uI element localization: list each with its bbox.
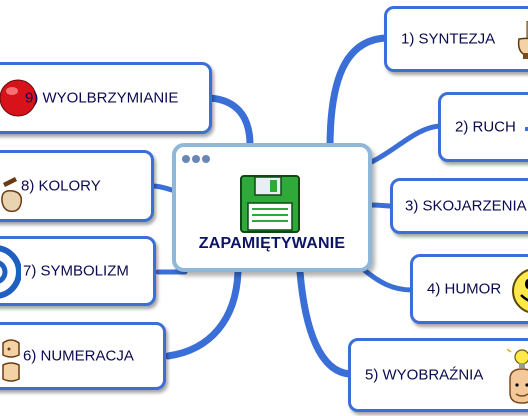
central-title: ZAPAMIĘTYWANIE: [198, 235, 346, 252]
floppy-disk-icon: [240, 175, 300, 233]
branch-label: 5) WYOBRAŹNIA: [365, 366, 484, 384]
branch-label: 1) SYNTEZJA: [401, 30, 496, 48]
connector-synteza: [326, 34, 390, 152]
red-ball-icon: [0, 79, 37, 117]
branch-node-ruch[interactable]: 2) RUCH: [438, 92, 528, 162]
branch-node-wyolbrzymianie[interactable]: 9) WYOLBRZYMIANIE: [0, 62, 212, 134]
branch-label: 8) KOLORY: [21, 177, 101, 195]
branch-label: 6) NUMERACJA: [23, 347, 134, 365]
branch-node-humor[interactable]: 4) HUMOR: [410, 254, 528, 324]
branch-label: 3) SKOJARZENIA: [405, 197, 527, 215]
connector-kolory: [149, 183, 175, 193]
at-symbol-icon: [0, 245, 21, 299]
arrow-icon: [525, 127, 528, 131]
branch-node-synteza[interactable]: 1) SYNTEZJA: [384, 6, 528, 72]
branch-node-numeracja[interactable]: 6) NUMERACJA: [0, 322, 166, 390]
branch-label: 9) WYOLBRZYMIANIE: [25, 89, 179, 107]
connector-numeracja: [164, 268, 242, 360]
branch-node-symbolizm[interactable]: 7) SYMBOLIZM: [0, 236, 156, 306]
more-options-icon[interactable]: [182, 155, 210, 163]
smiley-face-icon: [512, 269, 528, 313]
branch-node-skojarzenia[interactable]: 3) SKOJARZENIA: [390, 178, 528, 234]
connector-wyobraznia: [296, 268, 354, 378]
branch-node-kolory[interactable]: 8) KOLORY: [0, 150, 154, 222]
connector-wyolbrzymianie: [206, 94, 254, 149]
branch-node-wyobraznia[interactable]: 5) WYOBRAŹNIA: [348, 338, 528, 412]
hand-icon: [2, 339, 20, 382]
branch-label: 7) SYMBOLIZM: [23, 262, 129, 280]
hand-with-pencil-icon: [517, 21, 528, 59]
branch-label: 4) HUMOR: [427, 280, 502, 298]
connector-skojarzenia: [369, 202, 395, 209]
lightbulb-head-icon: [506, 349, 528, 404]
paint-palette-icon: [1, 177, 23, 213]
branch-label: 2) RUCH: [455, 118, 516, 136]
central-node[interactable]: ZAPAMIĘTYWANIE: [172, 143, 372, 272]
